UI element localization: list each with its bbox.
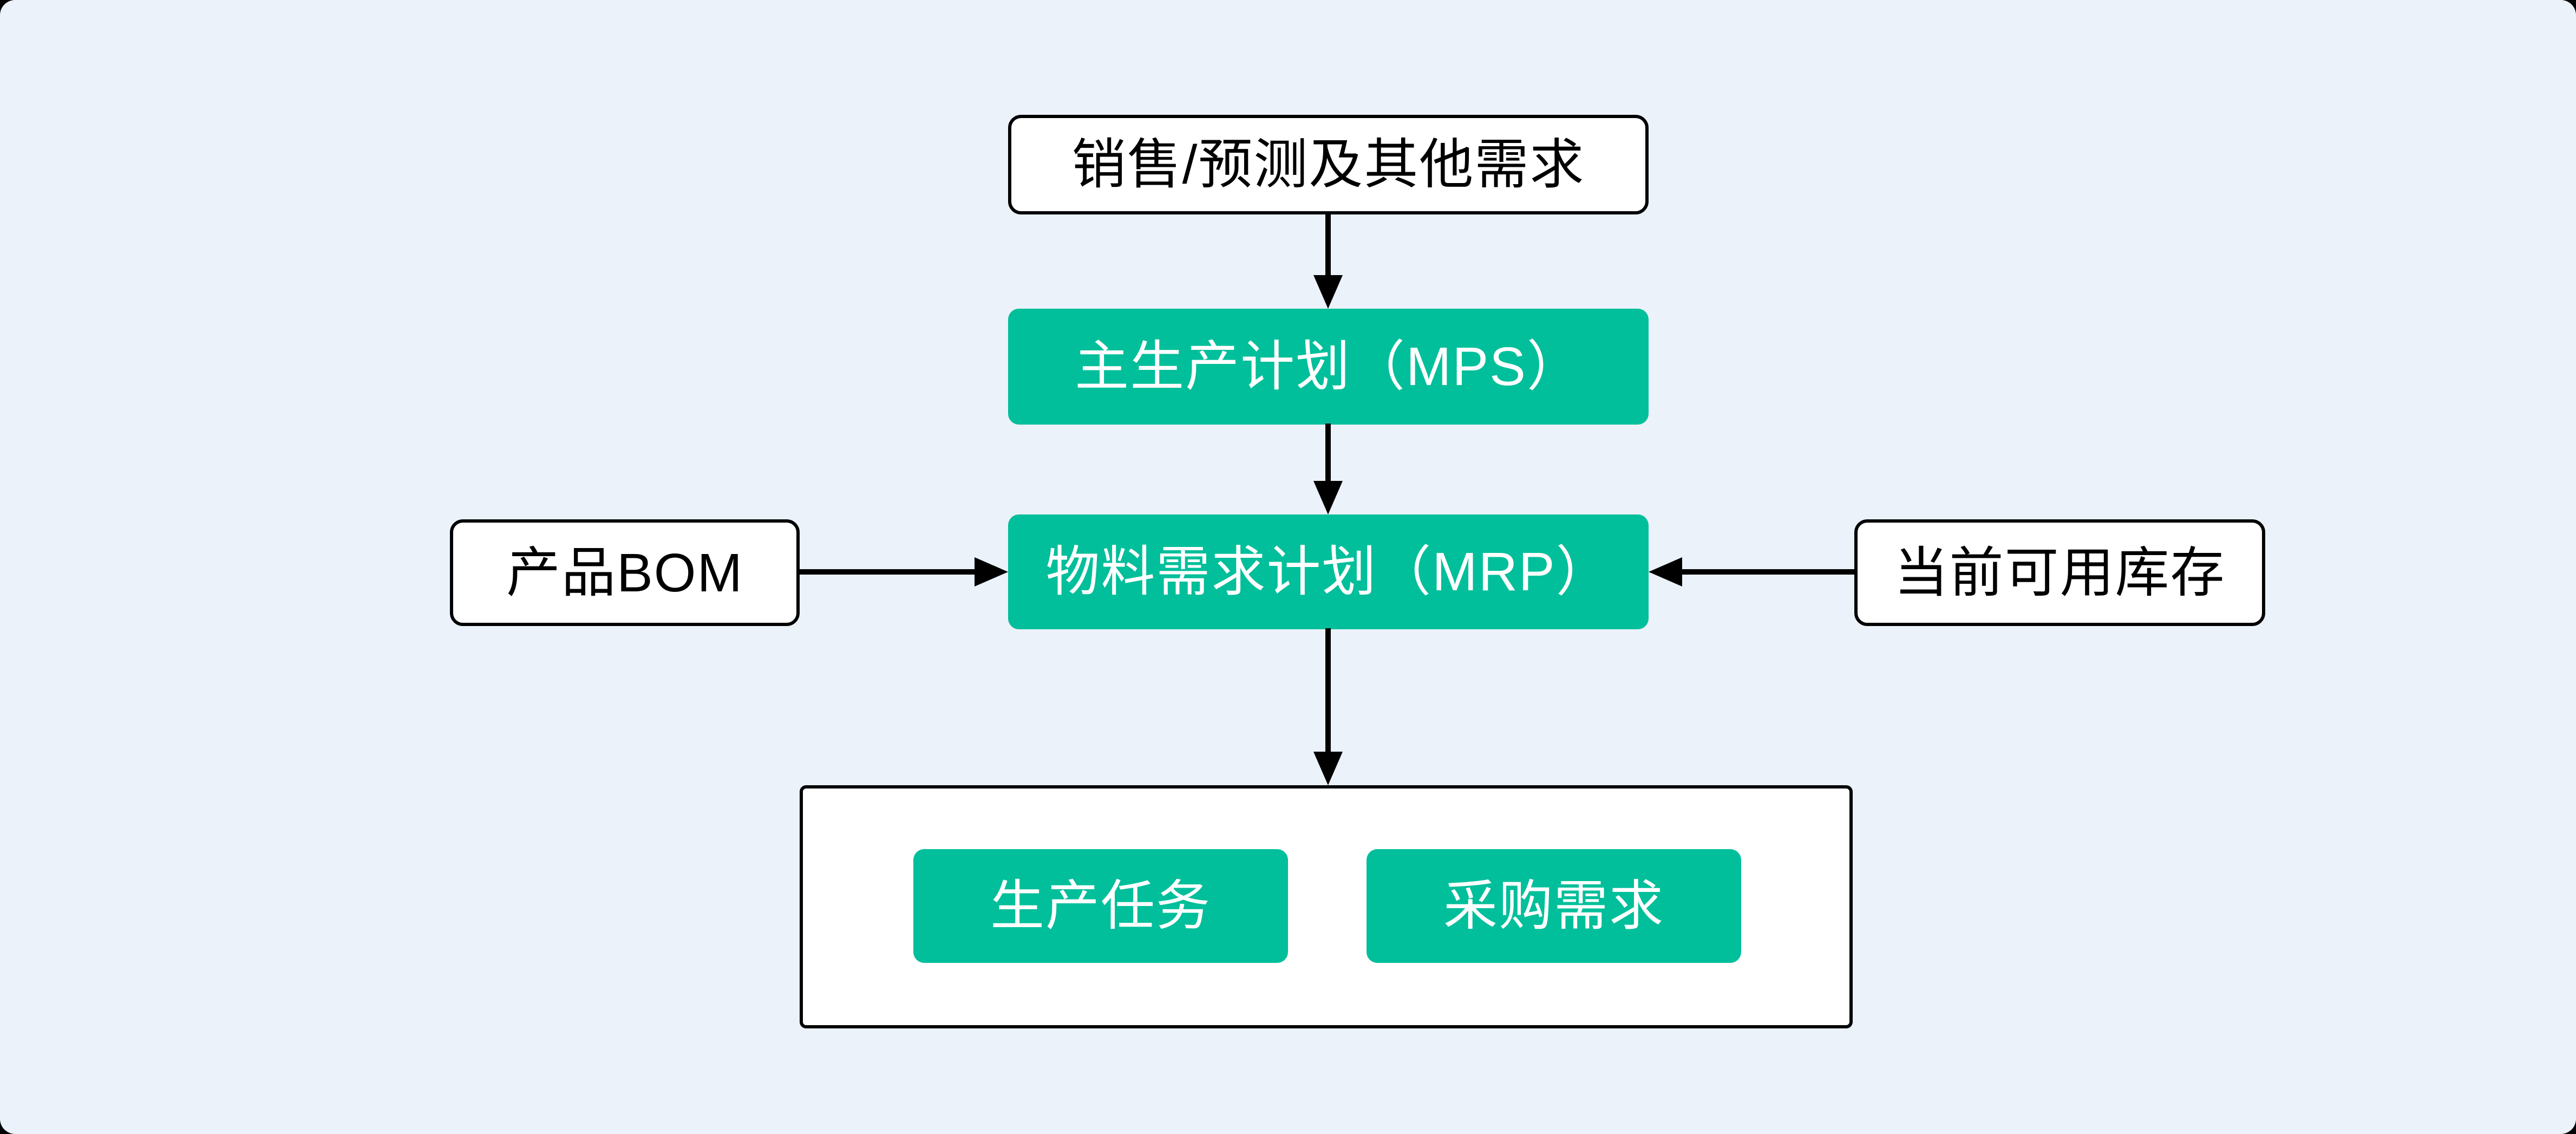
node-production-task-label: 生产任务 (990, 876, 1211, 936)
node-available-inventory: 当前可用库存 (1854, 519, 2265, 626)
node-sales-forecast-demand: 销售/预测及其他需求 (1008, 115, 1649, 214)
arrow-mrp-to-outputs-head-icon (1313, 752, 1343, 785)
node-product-bom: 产品BOM (450, 519, 800, 626)
arrow-bom-to-mrp-line (799, 569, 979, 575)
node-mrp-label: 物料需求计划（MRP） (1045, 542, 1611, 602)
node-mps: 主生产计划（MPS） (1008, 309, 1649, 425)
arrow-mps-to-mrp-line (1325, 423, 1331, 484)
node-mps-label: 主生产计划（MPS） (1075, 336, 1582, 397)
arrow-sales-to-mps-line (1325, 213, 1331, 279)
node-production-task: 生产任务 (913, 849, 1288, 963)
node-product-bom-label: 产品BOM (506, 542, 743, 603)
node-available-inventory-label: 当前可用库存 (1894, 542, 2226, 603)
arrow-mps-to-mrp-head-icon (1313, 481, 1343, 514)
node-mrp: 物料需求计划（MRP） (1008, 514, 1649, 629)
arrow-inventory-to-mrp-head-icon (1649, 557, 1682, 586)
node-purchase-demand: 采购需求 (1367, 849, 1741, 963)
arrow-bom-to-mrp-head-icon (975, 557, 1008, 586)
arrow-inventory-to-mrp-line (1679, 569, 1855, 575)
arrow-mrp-to-outputs-line (1325, 628, 1331, 756)
node-sales-forecast-demand-label: 销售/预测及其他需求 (1071, 134, 1585, 195)
arrow-sales-to-mps-head-icon (1313, 275, 1343, 309)
node-purchase-demand-label: 采购需求 (1443, 876, 1664, 936)
